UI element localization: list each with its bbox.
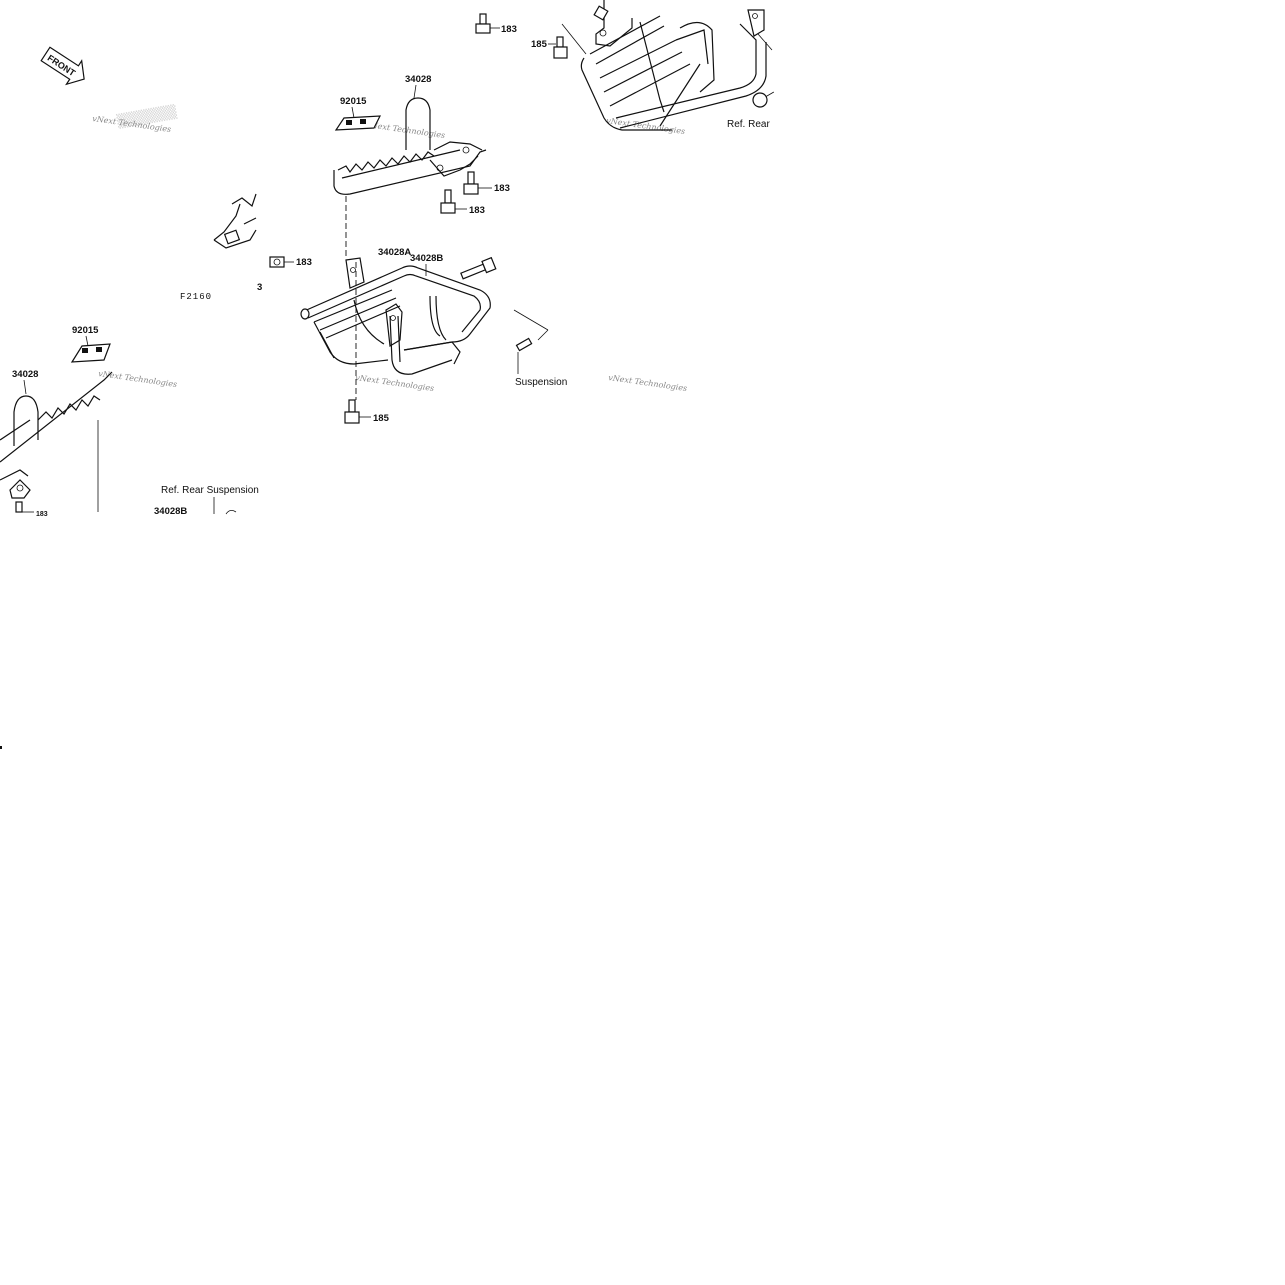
label-183-c: 183 [296,257,312,268]
label-34028B-upper: 34028B [410,253,443,264]
watermark-4: vNext Technologies [98,369,178,389]
bolt-icon [548,23,587,59]
figure-code: F2160 [180,292,212,302]
bolt-icon [15,501,34,513]
label-34028A: 34028A [378,247,411,258]
label-34028-lower: 34028 [12,369,38,380]
label-183-top: 183 [501,24,517,35]
ref-rear-suspension-label: Ref. Rear Suspension [161,485,259,496]
nut-icon [269,256,294,268]
label-92015-upper: 92015 [340,96,367,107]
label-34028B-lower: 34028B [154,506,187,517]
label-185-lower: 185 [373,413,390,424]
bolt-icon [344,399,371,424]
label-92015-lower: 92015 [72,325,99,336]
footpeg-upper [333,97,487,195]
footpeg-lower [0,343,113,499]
label-34028-upper: 34028 [405,74,431,85]
bolt-icon [475,13,500,34]
label-183-b: 183 [469,205,485,216]
watermark-5: vNext Technologies [355,373,435,393]
rear-step-frame-middle [300,257,491,375]
bolt-icon [440,189,467,214]
front-arrow-icon: FRONT [40,46,85,86]
rear-step-frame-upper [580,0,773,131]
bolt-icon [460,256,497,280]
frame-bracket-left [213,193,257,249]
watermark-3: vNext Technologies [606,116,686,136]
bolt-icon [752,91,775,108]
bolt-icon [463,171,492,195]
label-185-top: 185 [531,39,548,50]
bolt-icon [515,337,533,352]
label-183-a: 183 [494,183,510,194]
suspension-label: Suspension [515,377,567,388]
label-3-partial: 3 [257,282,262,293]
watermark-6: vNext Technologies [608,373,688,393]
ref-rear-label-top: Ref. Rear [727,119,770,130]
label-183-partial: 183 [36,511,48,518]
